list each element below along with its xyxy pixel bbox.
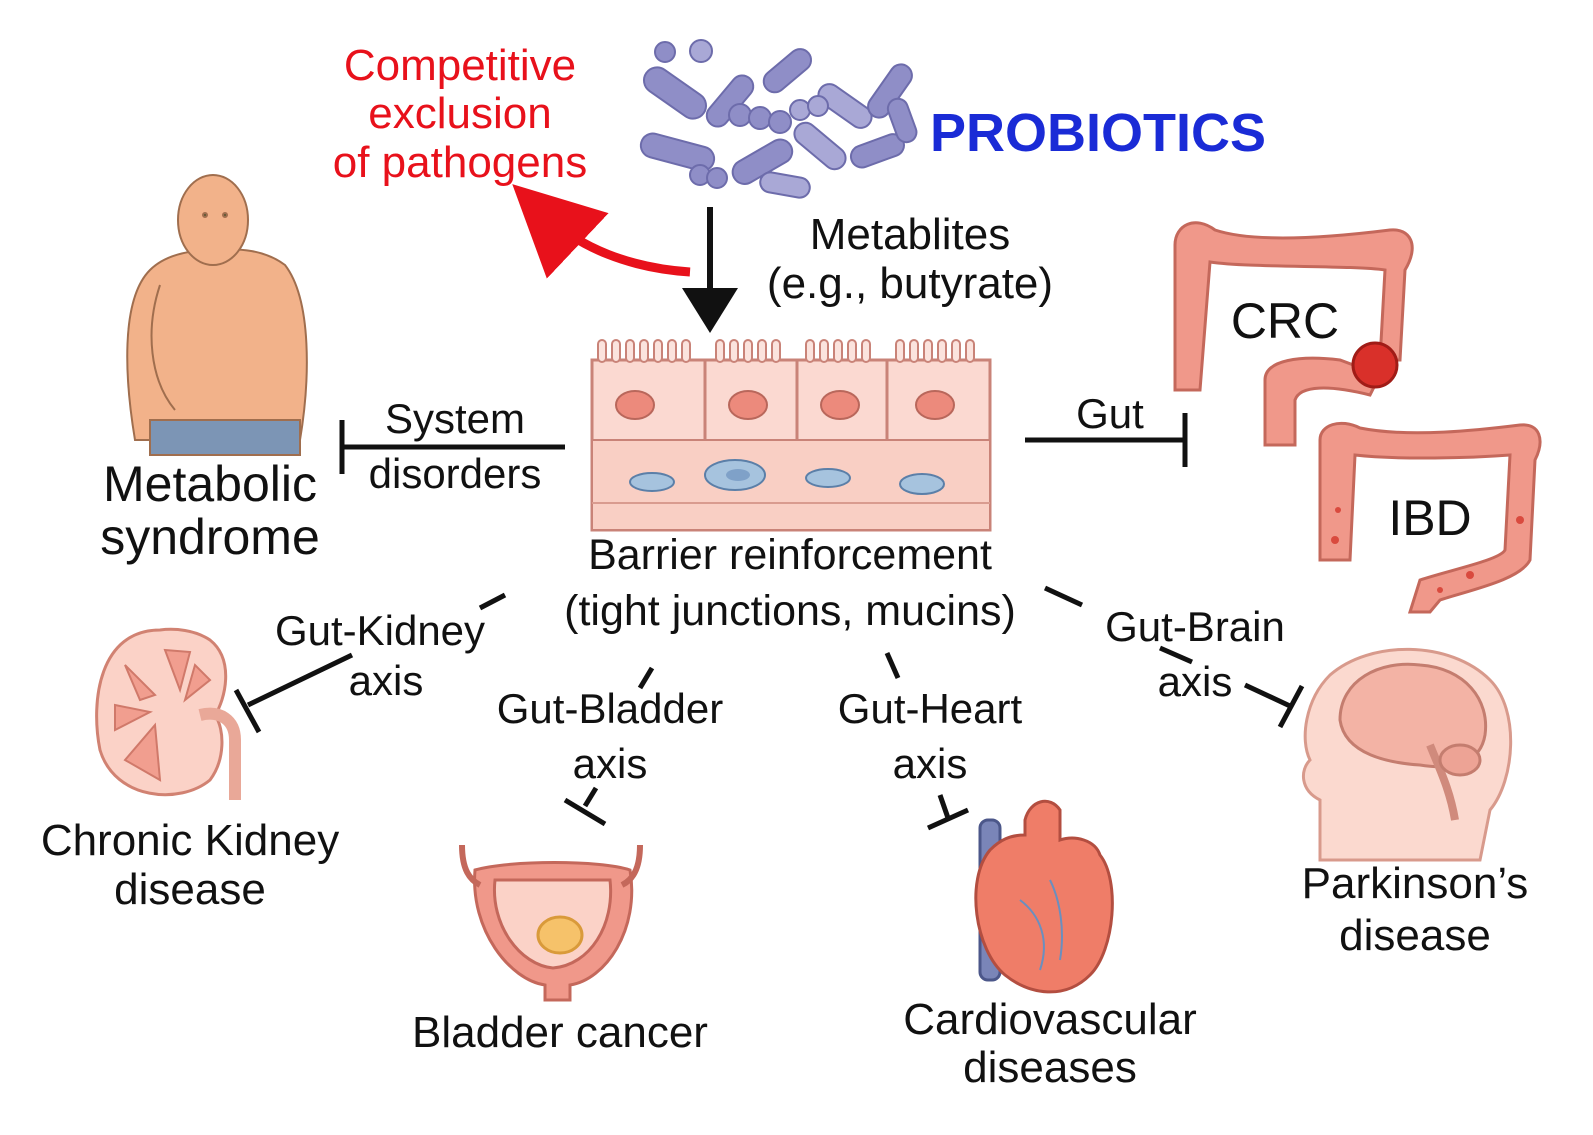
gut-bladder-axis-label: Gut-Bladder axis: [470, 682, 750, 791]
gut-brain-axis-label: Gut-Brain axis: [1080, 600, 1310, 709]
heart-axis-line-1: Gut-Heart: [837, 685, 1023, 732]
competitive-exclusion-arrow: [512, 184, 691, 279]
epithelium-icon: [590, 339, 992, 532]
bladder-icon: [459, 844, 643, 1002]
colon-icon: [1318, 421, 1542, 614]
metabolites-line-1: Metablites: [809, 210, 1011, 259]
kidney-axis-line-1: Gut-Kidney: [274, 607, 486, 654]
gut-heart-axis-label: Gut-Heart axis: [800, 682, 1060, 791]
parkinsons-disease-label: Parkinson’s disease: [1270, 858, 1560, 962]
brain-icon: [1301, 647, 1513, 862]
heart-icon: [974, 799, 1114, 994]
metabolite-arrow: [682, 207, 738, 333]
crc-text: CRC: [1230, 293, 1340, 349]
cardio-line-2: diseases: [963, 1043, 1137, 1093]
heart-axis-line-2: axis: [892, 739, 968, 787]
probiotics-title-text: PROBIOTICS: [930, 103, 1267, 163]
red-note-line-2: exclusion: [368, 89, 552, 139]
ibd-text: IBD: [1388, 490, 1472, 546]
cardio-line-1: Cardiovascular: [903, 995, 1197, 1044]
parkinson-line-2: disease: [1339, 910, 1491, 960]
system-line-1: System: [384, 395, 526, 442]
bladder-cancer-label: Bladder cancer: [380, 1008, 740, 1057]
metabolic-line-2: syndrome: [100, 508, 320, 565]
colon-icon: [1173, 221, 1414, 447]
crc-label: CRC: [1215, 293, 1355, 349]
barrier-label: Barrier reinforcement (tight junctions, …: [510, 528, 1070, 640]
kidney-icon: [95, 627, 241, 800]
cardiovascular-diseases-label: Cardiovascular diseases: [870, 995, 1230, 1093]
parkinson-line-1: Parkinson’s: [1301, 859, 1529, 908]
barrier-line-1: Barrier reinforcement: [588, 531, 992, 579]
competitive-exclusion-label: Competitive exclusion of pathogens: [310, 41, 610, 187]
kidney-axis-line-2: axis: [348, 657, 424, 705]
bladder-cancer-text: Bladder cancer: [412, 1008, 708, 1057]
bladder-axis-line-1: Gut-Bladder: [496, 685, 724, 732]
bladder-axis-line-2: axis: [572, 739, 648, 787]
kidney-disease-line-1: Chronic Kidney: [40, 816, 340, 865]
barrier-line-2: (tight junctions, mucins): [564, 586, 1016, 635]
chronic-kidney-disease-label: Chronic Kidney disease: [15, 816, 365, 915]
inhibition-connectors: [233, 413, 1305, 831]
probiotics-title: PROBIOTICS: [930, 103, 1266, 163]
red-note-line-3: of pathogens: [332, 137, 588, 187]
gut-label: Gut: [1060, 390, 1160, 437]
metabolic-syndrome-label: Metabolic syndrome: [70, 458, 350, 563]
metabolites-line-2: (e.g., butyrate): [766, 259, 1054, 309]
gut-kidney-axis-label: Gut-Kidney axis: [250, 606, 510, 707]
red-note-line-1: Competitive: [343, 41, 577, 90]
system-line-2: disorders: [368, 449, 542, 497]
person-icon: [126, 174, 308, 456]
metabolic-line-1: Metabolic: [103, 456, 317, 512]
gut-text: Gut: [1076, 390, 1144, 437]
brain-axis-line-2: axis: [1157, 657, 1233, 705]
kidney-disease-line-2: disease: [114, 865, 266, 915]
system-disorders-label: System disorders: [350, 392, 560, 501]
ibd-label: IBD: [1375, 490, 1485, 546]
brain-axis-line-1: Gut-Brain: [1105, 603, 1285, 650]
metabolites-label: Metablites (e.g., butyrate): [740, 210, 1080, 309]
bacteria-cluster-icon: [639, 39, 918, 199]
